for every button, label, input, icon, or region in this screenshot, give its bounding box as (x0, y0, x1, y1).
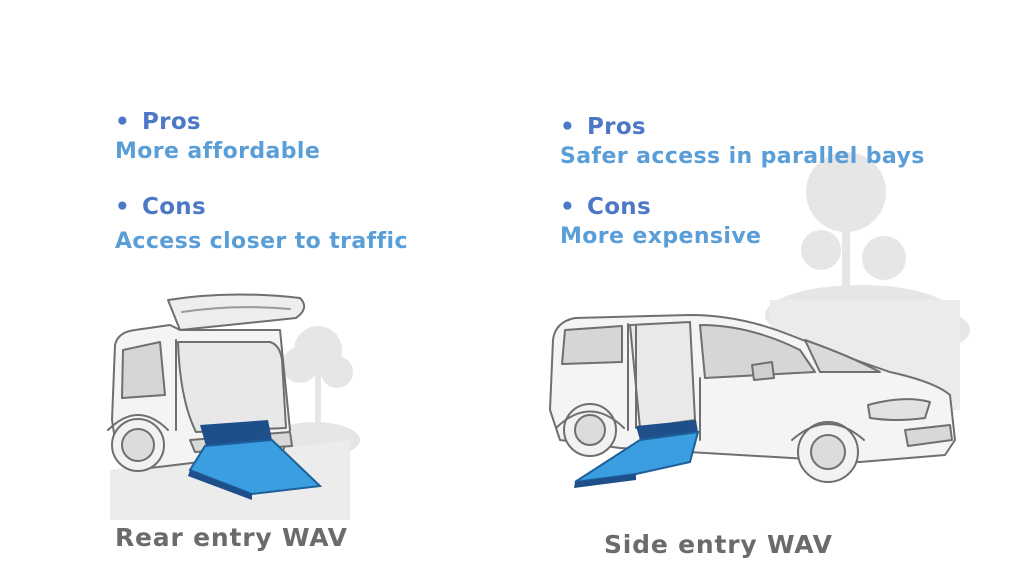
bullet-icon: • (560, 194, 576, 220)
rear-entry-caption: Rear entry WAV (115, 523, 348, 552)
left-cons-heading: •Cons (115, 194, 206, 220)
bullet-icon: • (115, 109, 131, 135)
right-cons-text: More expensive (560, 224, 762, 249)
left-cons-text: Access closer to traffic (115, 229, 408, 254)
right-cons-heading: •Cons (560, 194, 651, 220)
left-pros-heading: •Pros (115, 109, 201, 135)
right-pros-heading: •Pros (560, 114, 646, 140)
left-pros-text: More affordable (115, 139, 321, 164)
bullet-icon: • (560, 114, 576, 140)
right-pros-text: Safer access in parallel bays (560, 144, 925, 169)
side-entry-caption: Side entry WAV (604, 530, 833, 559)
bullet-icon: • (115, 194, 131, 220)
